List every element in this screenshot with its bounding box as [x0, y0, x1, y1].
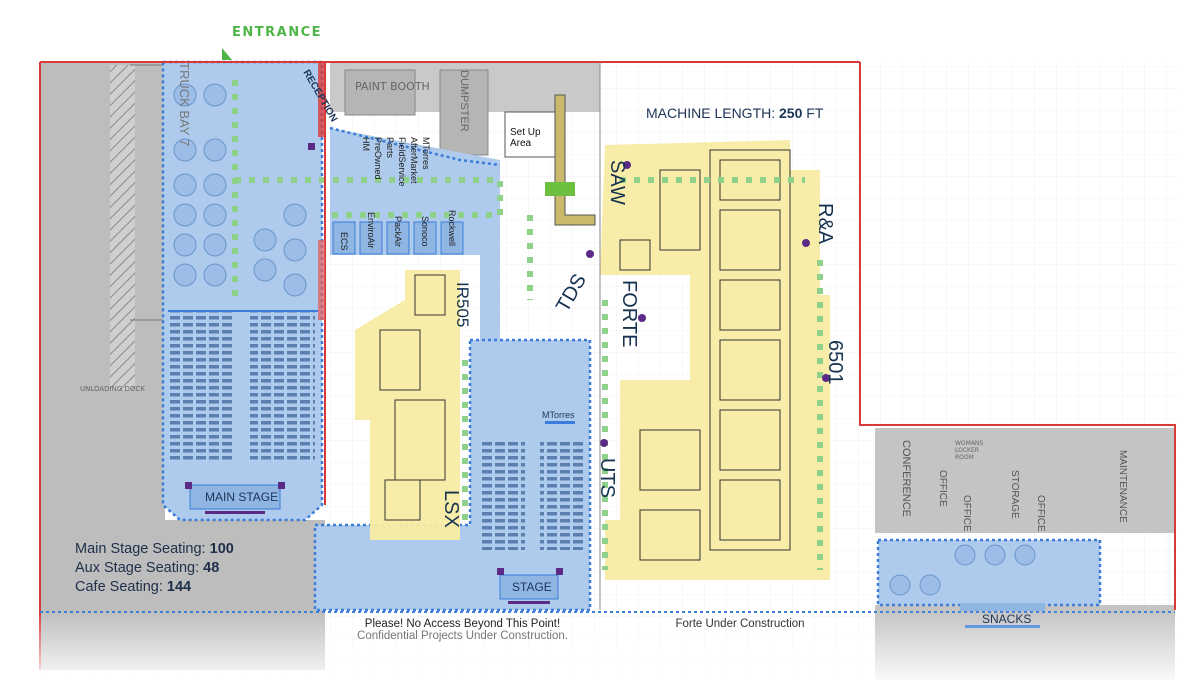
booth-aftermarket: AfterMarket [409, 137, 419, 184]
aux-seating-right [540, 440, 585, 550]
entrance-flag-icon [222, 48, 232, 60]
booth-rockwell: Rockwell [447, 210, 457, 247]
walkway-path [232, 80, 823, 570]
entrance-label: ENTRANCE [232, 25, 322, 40]
machine-length-value: 250 [779, 105, 803, 121]
seating-divider [168, 310, 318, 312]
red-wall-top [318, 62, 325, 137]
machine-length-label: MACHINE LENGTH: 250 FT [646, 105, 823, 121]
forte-construction-notice: Forte Under Construction [675, 618, 805, 630]
office-1-label: OFFICE [937, 470, 948, 507]
maintenance-label: MAINTENANCE [1117, 450, 1128, 523]
zone-forte-label: FORTE [618, 280, 640, 348]
dumpster-room [439, 69, 489, 156]
bottom-fade [0, 610, 1200, 688]
booth-strip-border [329, 126, 501, 167]
office-3-label: OFFICE [1035, 495, 1046, 532]
main-stage-seating: Main Stage Seating: 100 [75, 541, 234, 557]
zone-saw-label: SAW [606, 160, 628, 205]
paint-booth-room [344, 69, 416, 116]
storage-label: STORAGE [1009, 470, 1020, 519]
no-access-line2: Confidential Projects Under Construction… [357, 630, 568, 642]
office-2-label: OFFICE [961, 495, 972, 532]
booth-preowned: PreOwned [373, 137, 383, 180]
booth-boxes [332, 221, 464, 255]
zone-markers [185, 143, 830, 575]
main-stage-bar [205, 511, 265, 514]
aux-stage-platform [499, 574, 559, 600]
machine-length-prefix: MACHINE LENGTH: [646, 105, 780, 121]
booth-mtorres: MTorres [421, 137, 431, 170]
truck-bay-ramp [110, 65, 135, 390]
dumpster-label: DUMPSTER [458, 70, 470, 132]
snack-tables [889, 544, 1036, 596]
booth-sonoco: Sonoco [420, 216, 430, 247]
red-wall-mid [318, 240, 325, 320]
offices-block [875, 428, 1175, 533]
main-stage-platform [189, 484, 281, 510]
mtorres-bar [545, 421, 575, 424]
booth-hm: HM [361, 137, 371, 151]
main-seating-left [168, 312, 233, 462]
zone-ra-label: R&A [814, 203, 836, 245]
setup-area-label: Set Up Area [510, 127, 541, 149]
main-stage-label: MAIN STAGE [205, 490, 279, 504]
unloading-dock-label: UNLOADING DOCK [80, 385, 145, 393]
booth-packair: PackAir [393, 216, 403, 248]
zone-6501-label: 6501 [824, 340, 846, 385]
truck-bay-label: TRUCK BAY 7 [177, 62, 192, 147]
zone-uts-label: UTS [596, 458, 618, 498]
machine-line [379, 149, 791, 561]
stage-sponsor-label: MTorres [542, 410, 575, 420]
zone-lsx-label: LSX [440, 490, 462, 528]
machine-length-unit: FT [802, 105, 824, 121]
aux-stage-bar [508, 601, 550, 604]
booth-fieldservice: FieldService [397, 137, 407, 187]
green-marker [545, 182, 575, 196]
booth-enviroair: EnviroAir [366, 212, 376, 249]
paint-booth-label: PAINT BOOTH [355, 80, 430, 93]
no-access-line1: Please! No Access Beyond This Point! [364, 618, 561, 630]
womens-locker-label: WOMANS LOCKER ROOM [955, 440, 984, 461]
cafe-tables [173, 83, 307, 297]
stage-label: STAGE [512, 580, 552, 594]
lsx-yellow-zone [355, 270, 460, 540]
conference-label: CONFERENCE [900, 440, 912, 518]
booth-ecs: ECS [339, 232, 349, 251]
no-access-notice: Please! No Access Beyond This Point! Con… [330, 618, 595, 642]
aux-stage-seating: Aux Stage Seating: 48 [75, 560, 220, 576]
aux-seating-left [480, 440, 525, 550]
zone-ir505-label: IR505 [453, 282, 472, 328]
seating-stats: Main Stage Seating: 100 Aux Stage Seatin… [75, 540, 234, 597]
snacks-label: SNACKS [982, 612, 1032, 626]
main-seating-right [250, 312, 315, 462]
snacks-counter [960, 603, 1045, 611]
setup-area-box [504, 111, 556, 158]
booth-parts: Parts [385, 137, 395, 159]
cafe-seating: Cafe Seating: 144 [75, 579, 192, 595]
